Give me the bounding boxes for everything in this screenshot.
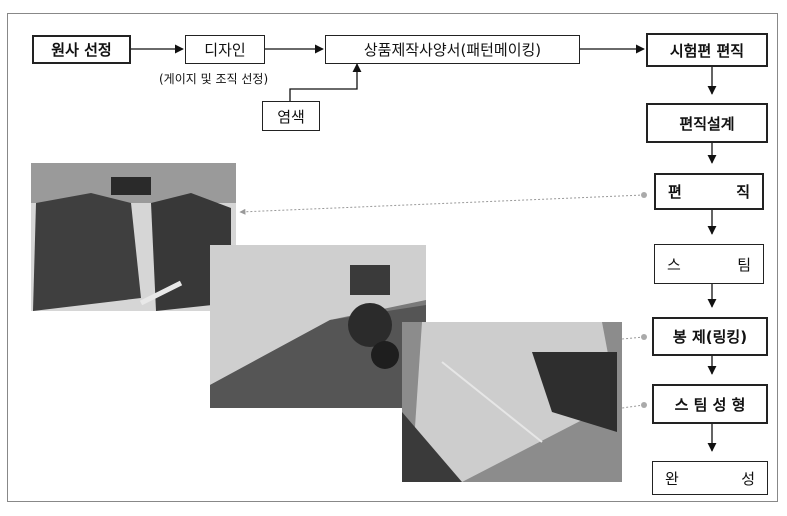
callout-knitting (239, 194, 645, 215)
knitting-box: 편 직 (654, 173, 764, 210)
finished-box: 완 성 (652, 461, 768, 495)
knit-design-label: 편직설계 (679, 114, 735, 133)
diagram-frame (7, 13, 778, 502)
sample-knitting-box: 시험편 편직 (646, 33, 768, 67)
knit-design-box: 편직설계 (646, 103, 768, 143)
photo-steam-forming (402, 322, 622, 482)
design-box: 디자인 (185, 35, 265, 64)
sample-knitting-label: 시험편 편직 (669, 41, 745, 60)
callout-dot-knitting (641, 192, 647, 198)
finished-label-a: 완 (665, 469, 679, 488)
yarn-selection-box: 원사 선정 (32, 35, 131, 64)
knitting-label-a: 편 (668, 183, 682, 201)
design-label: 디자인 (204, 41, 246, 59)
steaming-box: 스 팀 (654, 244, 764, 284)
connector-dyeing (289, 63, 362, 101)
spec-label: 상품제작사양서(패턴메이킹) (363, 41, 542, 59)
steam-forming-box: 스 팀 성 형 (652, 384, 768, 424)
sewing-box: 봉 제(링킹) (652, 317, 768, 356)
steaming-label-a: 스 (667, 255, 681, 274)
callout-dot-forming (641, 402, 647, 408)
design-note: (게이지 및 조직 선정) (159, 72, 269, 86)
spec-box: 상품제작사양서(패턴메이킹) (325, 35, 580, 64)
callout-forming (621, 404, 645, 409)
knitting-label-b: 직 (736, 183, 750, 201)
sewing-label: 봉 제(링킹) (672, 328, 748, 346)
yarn-selection-label: 원사 선정 (51, 41, 112, 59)
finished-label-b: 성 (741, 469, 755, 488)
dyeing-label: 염색 (277, 107, 305, 126)
dyeing-box: 염색 (262, 101, 320, 131)
photo-linking-machine (210, 245, 426, 408)
callout-dot-sewing (641, 334, 647, 340)
steaming-label-b: 팀 (737, 255, 751, 274)
photo-knitted-panels (31, 163, 236, 311)
callout-sewing (621, 336, 645, 340)
steam-forming-label: 스 팀 성 형 (674, 395, 746, 414)
